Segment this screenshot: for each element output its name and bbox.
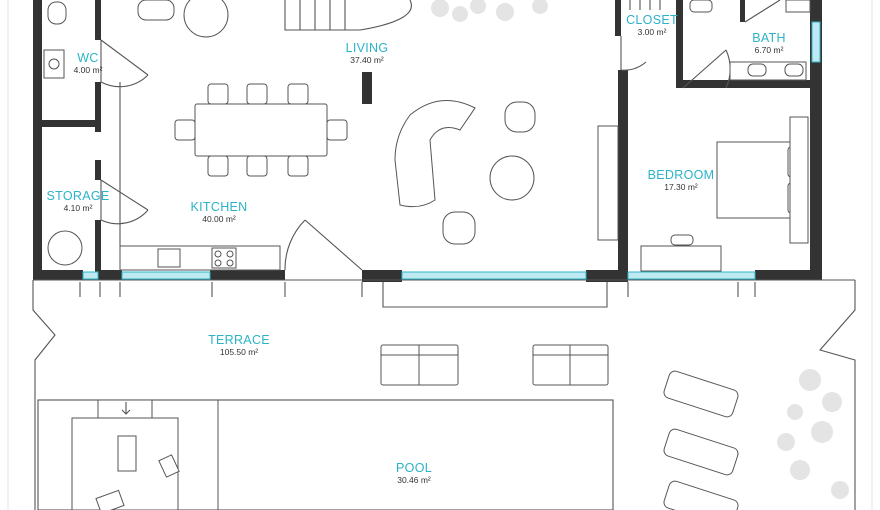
walls [33,0,822,282]
terrace-outline [7,0,873,510]
room-area-bath: 6.70 m² [755,45,784,55]
room-area-storage: 4.10 m² [64,203,93,213]
room-name-storage: STORAGE [47,189,110,203]
room-name-wc: WC [77,51,98,65]
room-name-bedroom: BEDROOM [648,168,715,182]
room-name-closet: CLOSET [626,13,678,27]
wc-fixtures [43,1,83,266]
bedroom-furniture [597,0,811,272]
glazing [82,21,821,280]
room-area-kitchen: 40.00 m² [202,214,236,224]
kitchen-furniture [119,82,348,271]
living-furniture [137,0,536,245]
room-labels: CLOSET 3.00 m² WC 4.00 m² LIVING 37.40 m… [47,13,786,485]
room-name-pool: POOL [396,461,432,475]
stove-icon [211,247,237,269]
room-area-bedroom: 17.30 m² [664,182,698,192]
terrace-furniture [380,344,739,510]
room-area-pool: 30.46 m² [397,475,431,485]
room-name-kitchen: KITCHEN [191,200,248,214]
room-name-living: LIVING [346,41,389,55]
room-area-living: 37.40 m² [350,55,384,65]
room-name-bath: BATH [752,31,786,45]
room-area-wc: 4.00 m² [74,65,103,75]
pool [37,399,614,510]
room-name-terrace: TERRACE [208,333,270,347]
room-area-terrace: 105.50 m² [220,347,258,357]
room-area-closet: 3.00 m² [638,27,667,37]
